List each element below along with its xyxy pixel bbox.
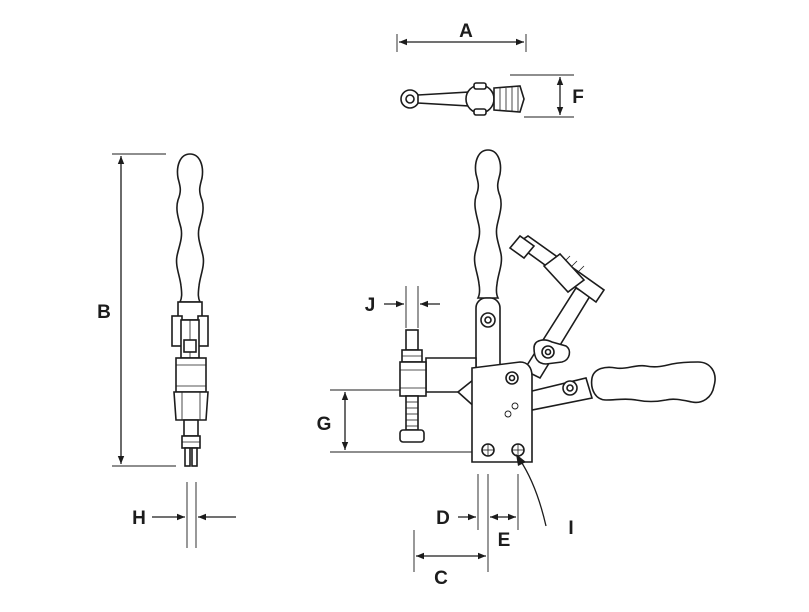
dimension-e: E xyxy=(487,474,519,551)
dimension-g: G xyxy=(317,389,472,453)
dimension-j: J xyxy=(365,286,440,328)
label-d: D xyxy=(436,508,450,529)
dimension-c: C xyxy=(413,530,489,589)
dimension-f: F xyxy=(510,74,584,118)
label-i: I xyxy=(568,518,573,539)
label-g: G xyxy=(317,414,332,435)
label-f: F xyxy=(572,87,584,108)
leader-i: I xyxy=(516,454,574,539)
label-j: J xyxy=(365,295,376,316)
label-h: H xyxy=(132,508,146,529)
dimension-b: B xyxy=(97,153,176,467)
label-e: E xyxy=(498,530,511,551)
dimension-a: A xyxy=(396,21,527,52)
side-view xyxy=(399,149,716,463)
dimension-h: H xyxy=(132,482,236,548)
label-a: A xyxy=(459,21,473,42)
front-view xyxy=(171,153,209,467)
top-view xyxy=(400,82,525,116)
label-b: B xyxy=(97,302,111,323)
label-c: C xyxy=(434,568,448,589)
dimension-d: D xyxy=(436,474,479,530)
